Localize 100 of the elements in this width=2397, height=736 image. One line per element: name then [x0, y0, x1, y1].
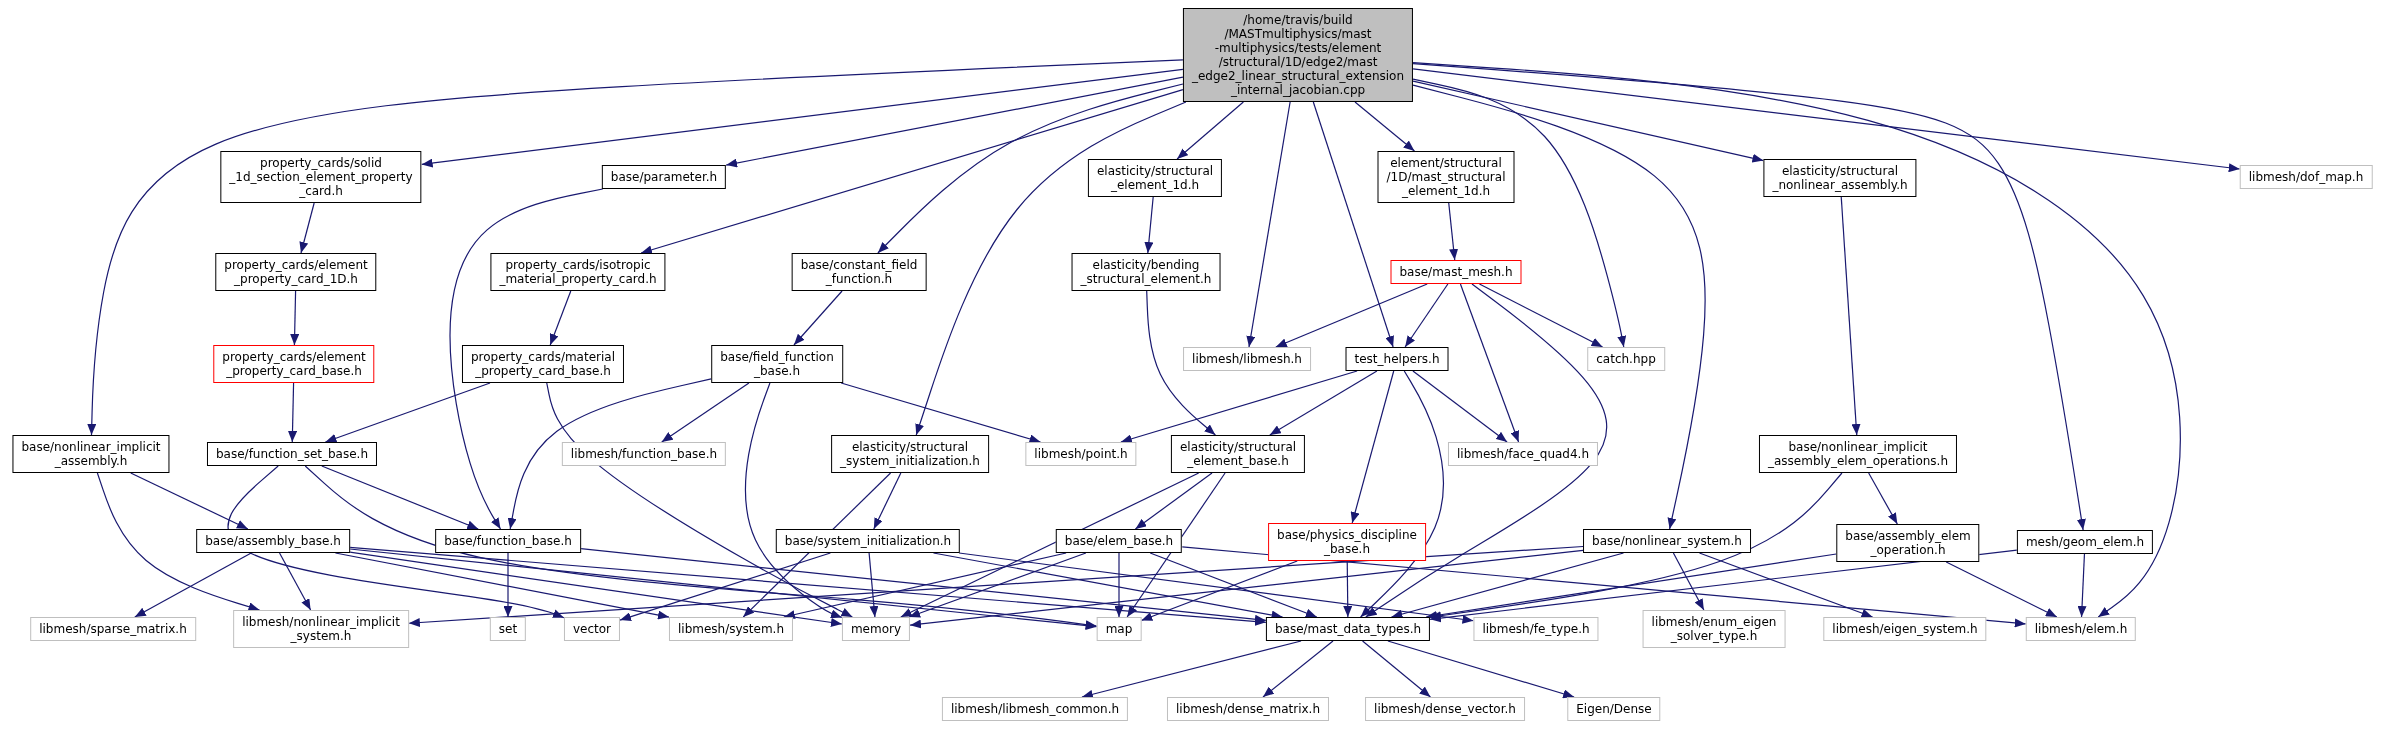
external-header-box: [1183, 347, 1311, 371]
file-name: base/assembly_base.h: [205, 534, 341, 548]
dependency-arrow: [1312, 101, 1394, 348]
file-name: base/constant_field _function.h: [800, 258, 918, 286]
dependency-arrow: [1134, 472, 1213, 530]
external-header-box: [1587, 347, 1665, 371]
dependency-arrow: [793, 290, 843, 346]
dependency-arrow: [1404, 283, 1449, 348]
header-file-box: [1836, 524, 1980, 562]
file-name: base/mast_mesh.h: [1399, 265, 1513, 279]
file-name: property_cards/solid _1d_section_element_property _card.h: [229, 156, 413, 198]
header-file-box: [207, 442, 377, 466]
file-name: libmesh/system.h: [677, 622, 785, 636]
file-name: elasticity/bending _structural_element.h: [1080, 258, 1212, 286]
dependency-arrow: [1945, 561, 2058, 618]
dependency-arrow: [290, 290, 300, 346]
header-file-box: [1345, 347, 1449, 371]
external-header-box: [1473, 617, 1599, 641]
header-file-box: [215, 253, 377, 291]
file-name: base/assembly_elem _operation.h: [1845, 529, 1971, 557]
header-file-box: [1265, 617, 1431, 641]
dependency-arrow: [1412, 62, 2181, 618]
file-name: catch.hpp: [1596, 352, 1656, 366]
file-name: libmesh/libmesh.h: [1192, 352, 1302, 366]
file-name: memory: [850, 622, 902, 636]
dependency-arrow: [640, 89, 1184, 255]
dependency-arrow: [661, 382, 750, 443]
external-header-box: [489, 617, 527, 641]
dependency-arrow: [1275, 283, 1428, 348]
dependency-arrow: [1120, 370, 1358, 444]
file-name: libmesh/fe_type.h: [1482, 622, 1590, 636]
file-name: property_cards/element _property_card_base.h: [222, 350, 366, 378]
dependency-arrow: [958, 552, 1475, 624]
file-name: libmesh/face_quad4.h: [1456, 447, 1590, 461]
header-file-box: [1055, 529, 1183, 553]
dependency-arrow: [1412, 68, 2241, 173]
file-name: elasticity/structural _nonlinear_assembly.h: [1772, 164, 1908, 192]
dependency-arrow: [549, 290, 572, 346]
dependency-arrow: [1360, 370, 1444, 618]
dependency-arrow: [1672, 552, 1705, 611]
external-header-box: [1642, 610, 1786, 648]
dependency-arrow: [1144, 196, 1154, 254]
header-file-box: [213, 345, 375, 383]
header-file-box: [1377, 151, 1515, 203]
file-name: property_cards/material _property_card_base.h: [471, 350, 615, 378]
dependency-arrow: [304, 465, 1098, 630]
header-file-box: [1071, 253, 1221, 291]
dependency-arrow: [1140, 560, 1298, 622]
file-name: base/function_base.h: [444, 534, 572, 548]
header-file-box: [775, 529, 961, 553]
dependency-arrow: [87, 59, 1184, 436]
file-name: property_cards/element _property_card_1D.h: [224, 258, 368, 286]
header-file-box: [462, 345, 624, 383]
external-header-box: [1567, 697, 1661, 721]
file-name: libmesh/eigen_system.h: [1832, 622, 1978, 636]
external-header-box: [1823, 617, 1987, 641]
dependency-arrow: [503, 552, 513, 618]
header-file-box: [435, 529, 581, 553]
external-header-box: [1025, 442, 1137, 466]
file-name: elasticity/structural _element_1d.h: [1096, 164, 1214, 192]
dependency-arrow: [1361, 640, 1432, 698]
file-name: libmesh/dense_vector.h: [1374, 702, 1516, 716]
header-file-box: [1170, 435, 1306, 473]
dependency-arrow: [1412, 80, 1764, 163]
dependency-arrow: [1478, 283, 1604, 348]
dependency-arrow: [278, 552, 312, 611]
dependency-arrow: [349, 551, 843, 627]
file-name: base/elem_base.h: [1064, 534, 1174, 548]
dependency-arrow: [2077, 553, 2087, 618]
external-header-box: [561, 442, 727, 466]
header-file-box: [1390, 260, 1522, 284]
file-name: set: [498, 622, 518, 636]
dependency-arrow: [840, 382, 1042, 444]
external-header-box: [1447, 442, 1599, 466]
file-name: mesh/geom_elem.h: [2025, 535, 2145, 549]
dependency-arrow: [96, 472, 261, 612]
dependency-arrow: [868, 552, 879, 618]
dependency-arrow: [324, 382, 491, 443]
header-file-box: [196, 529, 350, 553]
file-name: base/physics_discipline _base.h: [1277, 528, 1417, 556]
dependency-arrow: [1350, 370, 1395, 524]
file-name: /home/travis/build /MASTmultiphysics/mast -multiphysics/tests/element /structural/1D/edge2/mast _edge2_linear_structural_extension _internal_jacobian.cpp: [1191, 13, 1405, 97]
dependency-arrow: [1425, 553, 1837, 620]
external-header-box: [2239, 165, 2373, 189]
header-file-box: [1583, 529, 1751, 553]
dependency-arrow: [349, 548, 1098, 630]
dependency-arrow: [1081, 640, 1302, 699]
file-name: libmesh/point.h: [1034, 447, 1128, 461]
file-name: vector: [572, 622, 612, 636]
file-name: base/system_initialization.h: [784, 534, 952, 548]
external-header-box: [233, 610, 409, 648]
file-name: property_cards/isotropic _material_property_card.h: [499, 258, 657, 286]
file-name: base/nonlinear_system.h: [1592, 534, 1742, 548]
file-name: libmesh/nonlinear_implicit _system.h: [242, 615, 400, 643]
dependency-arrow: [580, 548, 1267, 624]
dependency-arrow: [1412, 78, 1627, 348]
file-name: map: [1105, 622, 1133, 636]
file-name: element/structural /1D/mast_structural _element_1d.h: [1386, 156, 1506, 198]
dependency-arrow: [1246, 101, 1291, 348]
header-file-box: [12, 435, 170, 473]
